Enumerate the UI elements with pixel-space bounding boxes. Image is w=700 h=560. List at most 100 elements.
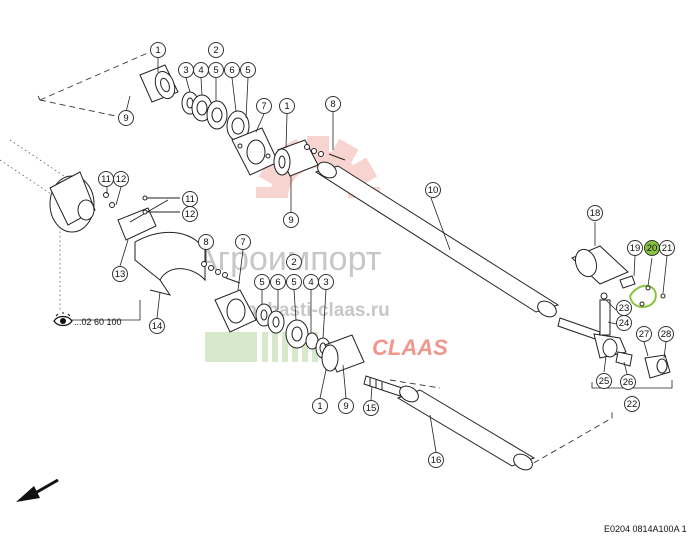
watermark-claas-logo: CLAAS [372, 335, 448, 360]
callout-number: 1 [317, 401, 322, 412]
callout-circle [318, 274, 334, 290]
callout-number: 8 [330, 99, 335, 110]
callout-number: 5 [213, 65, 218, 76]
callout-circle [325, 96, 341, 112]
direction-arrow-icon [16, 478, 59, 502]
callout-circle [270, 274, 286, 290]
drawing-code: E0204 0814A100A 1 [604, 524, 687, 534]
callout-number: 5 [291, 277, 296, 288]
callout-21: 21 [659, 240, 675, 256]
callout-number: 22 [627, 399, 638, 410]
lower-hub [201, 261, 365, 373]
callout-9: 9 [338, 398, 354, 414]
callout-circle [182, 206, 198, 222]
callout-number: 1 [284, 101, 289, 112]
callout-3: 3 [178, 62, 194, 78]
callout-circle [283, 212, 299, 228]
callout-8: 8 [325, 96, 341, 112]
callout-number: 7 [261, 101, 266, 112]
leader-lines [106, 58, 668, 453]
callout-circle [596, 373, 612, 389]
callout-3: 3 [318, 274, 334, 290]
callout-number: 3 [323, 277, 328, 288]
callout-4: 4 [193, 62, 209, 78]
watermark-green-stripes [205, 332, 318, 362]
callout-circle [198, 234, 214, 250]
callout-number: 1 [155, 45, 160, 56]
reference-note-text: ...02 60 100 [74, 317, 122, 327]
callout-number: 25 [599, 376, 610, 387]
callout-20: 20 [644, 240, 660, 256]
callout-number: 5 [259, 277, 264, 288]
callout-7: 7 [235, 234, 251, 250]
callout-2: 2 [286, 254, 302, 270]
tube-16 [396, 385, 536, 471]
shaft-joint [557, 292, 671, 379]
callout-5: 5 [254, 274, 270, 290]
callout-11: 11 [182, 191, 198, 207]
callout-number: 2 [291, 257, 296, 268]
callout-number: 11 [101, 174, 111, 185]
callout-number: 12 [116, 174, 127, 185]
eye-icon [53, 312, 73, 327]
callout-5: 5 [240, 62, 256, 78]
callout-circle [235, 234, 251, 250]
callout-circle [312, 398, 328, 414]
callout-6: 6 [224, 62, 240, 78]
callout-13: 13 [112, 266, 128, 282]
callout-number: 9 [343, 401, 348, 412]
callout-circle [658, 326, 674, 342]
callout-7: 7 [256, 98, 272, 114]
callout-24: 24 [616, 315, 632, 331]
lever-bracket [117, 195, 180, 241]
shaft-15 [363, 375, 403, 397]
callout-8: 8 [198, 234, 214, 250]
callout-number: 8 [203, 237, 208, 248]
bracket-20 [628, 285, 657, 308]
callout-number: 6 [229, 65, 234, 76]
callout-circle [286, 274, 302, 290]
callout-circle [428, 452, 444, 468]
callout-circle [240, 62, 256, 78]
callout-circle [363, 400, 379, 416]
callout-number: 24 [619, 318, 630, 329]
callout-circle [118, 110, 134, 126]
callout-circle [425, 182, 441, 198]
callout-number: 26 [623, 377, 634, 388]
callout-number: 4 [308, 277, 313, 288]
callout-number: 15 [366, 403, 377, 414]
callout-circle [224, 62, 240, 78]
callout-number: 23 [619, 303, 630, 314]
callout-14: 14 [149, 318, 165, 334]
callout-circle [338, 398, 354, 414]
callout-9: 9 [118, 110, 134, 126]
callout-number: 7 [240, 237, 245, 248]
cylinder-18 [571, 245, 666, 308]
callout-15: 15 [363, 400, 379, 416]
callout-number: 11 [185, 194, 195, 205]
callout-number: 2 [213, 45, 218, 56]
callout-circle [636, 326, 652, 342]
callout-circle [587, 205, 603, 221]
callout-number: 9 [288, 215, 293, 226]
shield-14 [134, 231, 206, 296]
callout-22: 22 [624, 396, 640, 412]
callout-circle [620, 374, 636, 390]
callout-circle [627, 240, 643, 256]
callout-circle [254, 274, 270, 290]
callout-11: 11 [98, 171, 114, 187]
callout-number: 3 [183, 65, 188, 76]
callout-number: 13 [115, 269, 126, 280]
callout-9: 9 [283, 212, 299, 228]
callout-5: 5 [208, 62, 224, 78]
callout-circle [208, 42, 224, 58]
callout-circle [208, 62, 224, 78]
callout-6: 6 [270, 274, 286, 290]
callout-number: 6 [275, 277, 280, 288]
callout-number: 9 [123, 113, 128, 124]
callout-circle [149, 318, 165, 334]
callout-number: 12 [185, 209, 196, 220]
callout-circle [279, 98, 295, 114]
